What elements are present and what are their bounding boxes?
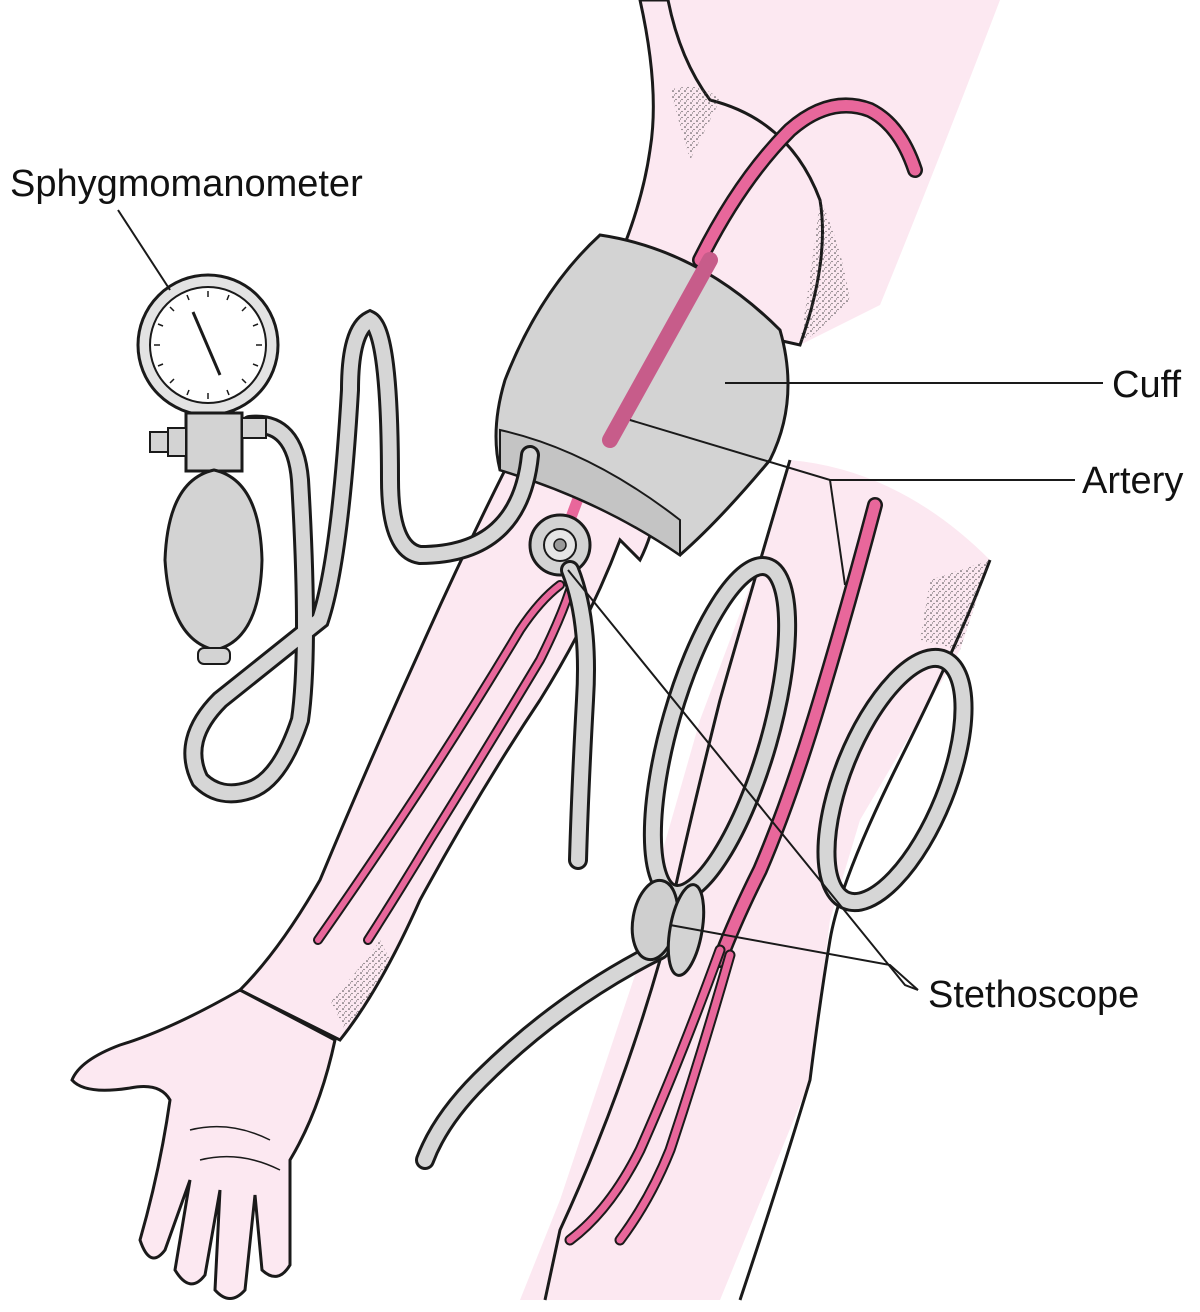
bulb-end: [197, 647, 231, 665]
forearm-artery-1-fill: [315, 582, 563, 943]
forearm-lower-shading: [330, 940, 390, 1030]
detail-artery-main-fill: [714, 499, 881, 966]
detail-cuff-ring-right-fill: [819, 650, 971, 910]
gauge-tube-fill: [186, 312, 537, 801]
gauge-ticks: [154, 291, 262, 399]
detail-arm-shading: [920, 560, 990, 650]
inflation-bulb: [163, 468, 264, 652]
palm-crease: [189, 1125, 281, 1171]
upper-arm-artery-fill: [694, 100, 921, 266]
gauge-valve: [184, 411, 244, 473]
stethoscope-leader-1: [567, 569, 919, 991]
elbow-shading: [800, 200, 850, 345]
stethoscope-leader-2: [669, 924, 919, 991]
detail-chestpiece-diaphragm: [666, 883, 706, 977]
stethoscope-tube-left-fill: [563, 563, 593, 867]
upper-arm-shading: [670, 86, 720, 160]
artery-leader-detail: [829, 479, 846, 586]
gauge-needle: [191, 311, 222, 376]
label-sphygmomanometer: Sphygmomanometer: [10, 163, 363, 205]
detail-artery-branch-2-fill: [616, 951, 734, 1244]
detail-stethoscope-tube-fill: [418, 943, 667, 1167]
detail-artery-branch-1-fill: [566, 946, 724, 1244]
cuff-bottom-band: [499, 428, 681, 557]
hand: [70, 988, 337, 1300]
chestpiece-center: [553, 538, 567, 552]
artery-under-cuff: [602, 252, 718, 448]
label-cuff: Cuff: [1112, 364, 1182, 406]
sphygmomanometer-leader: [117, 209, 171, 291]
label-artery: Artery: [1082, 460, 1184, 502]
forearm-artery-2-fill: [365, 587, 573, 943]
valve-side-port: [241, 417, 267, 439]
valve-stem: [167, 427, 187, 457]
label-stethoscope: Stethoscope: [928, 974, 1140, 1016]
